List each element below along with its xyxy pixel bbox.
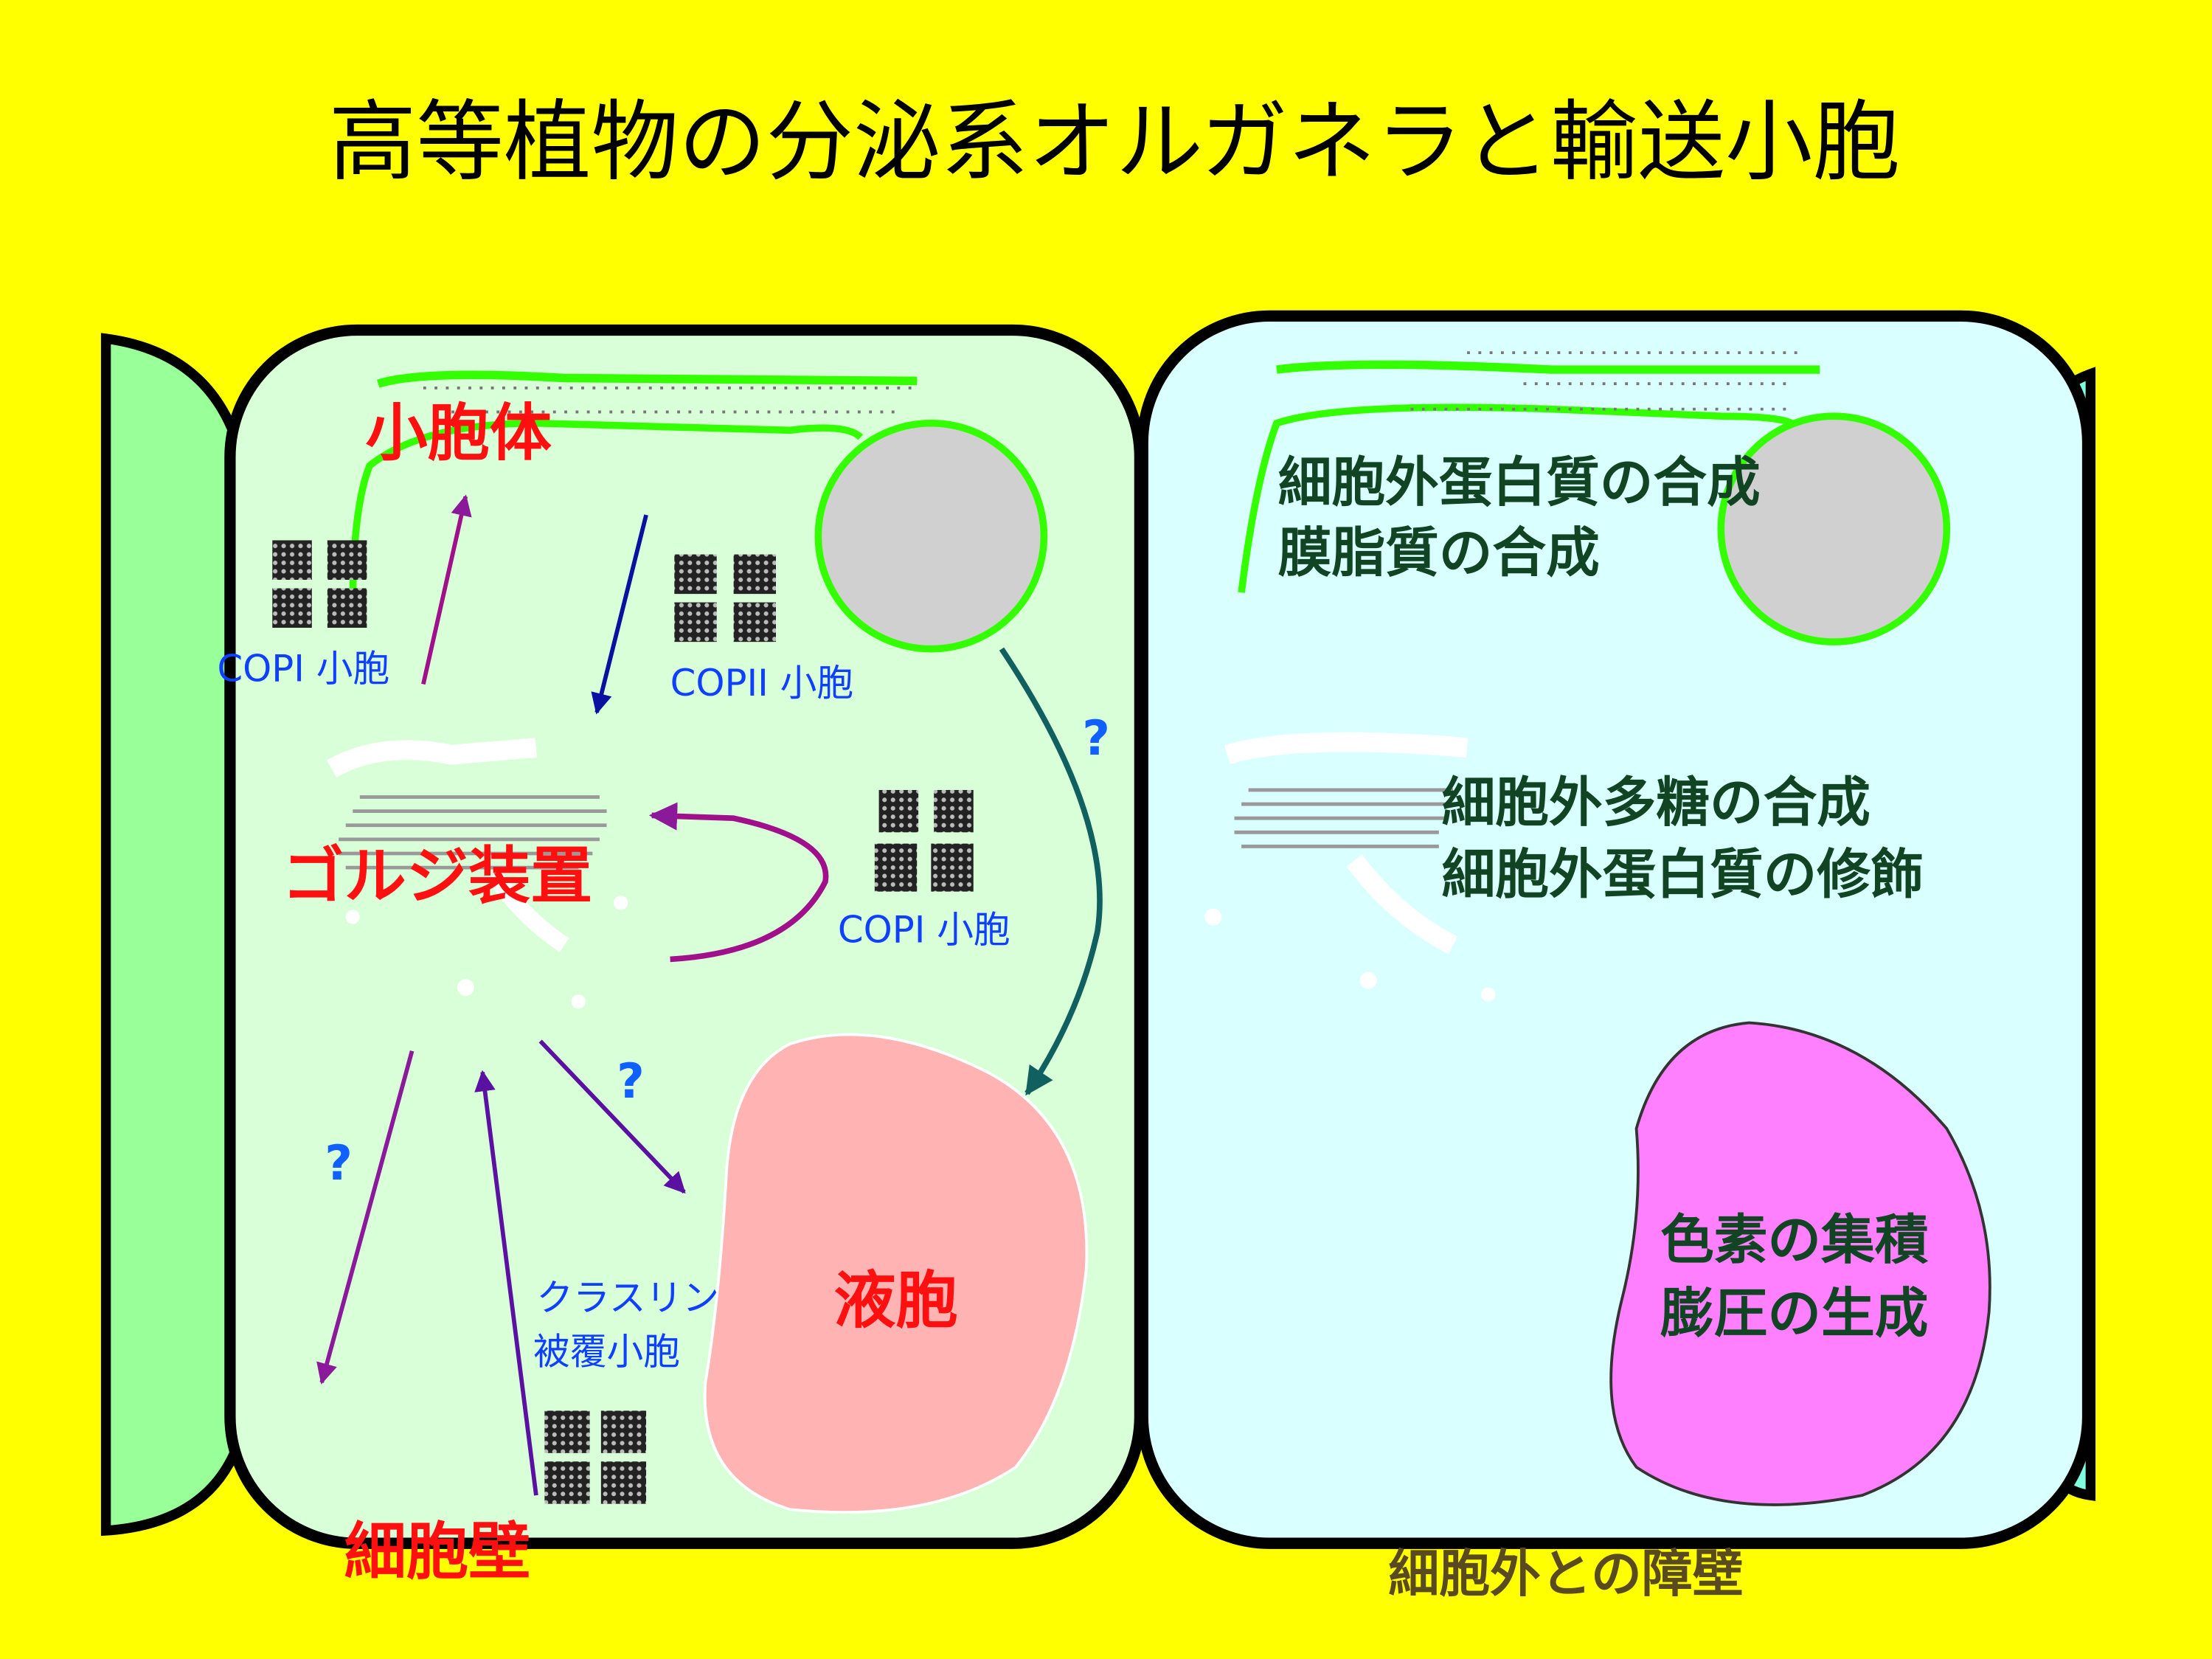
nucleus-right	[1717, 412, 1951, 645]
vacuole-function-line2: 膨圧の生成	[1660, 1283, 1928, 1345]
er-function-line2: 膜脂質の合成	[1278, 523, 1600, 585]
vacuole-label: 液胞	[833, 1264, 957, 1337]
arrow-golgi-retrograde-copi	[648, 802, 829, 963]
clathrin-label-line1: クラスリン	[536, 1277, 719, 1320]
copi-vesicle-images-1	[272, 540, 367, 628]
er-right	[1238, 351, 1951, 645]
clathrin-vesicle-images	[544, 1410, 647, 1504]
copi-vesicle-images-2	[874, 789, 974, 892]
clathrin-label-line2: 被覆小胞	[533, 1330, 680, 1373]
golgi-label: ゴルジ装置	[282, 839, 593, 912]
question-mark-er-vacuole: ?	[1082, 711, 1110, 766]
page-title: 高等植物の分泌系オルガネラと輸送小胞	[329, 91, 1900, 193]
cell-wall-label: 細胞壁	[344, 1515, 530, 1587]
er-function-line1: 細胞外蛋白質の合成	[1278, 452, 1761, 514]
vacuole-left	[703, 1033, 1089, 1514]
arrow-er-to-golgi-copii	[591, 514, 648, 715]
arrow-golgi-to-er-copi	[421, 494, 472, 685]
er-left	[349, 370, 1048, 653]
vacuole-function-line1: 色素の集積	[1660, 1210, 1929, 1272]
copi-label-2: COPI 小胞	[838, 908, 1010, 951]
golgi-left	[326, 738, 628, 1009]
question-mark-golgi-vacuole: ?	[617, 1054, 645, 1109]
arrow-er-to-vacuole	[999, 647, 1103, 1096]
er-label: 小胞体	[366, 397, 552, 469]
wall-function: 細胞外との障壁	[1388, 1545, 1743, 1604]
arrow-endocytosis-clathrin	[474, 1070, 538, 1496]
neighbor-cell-left	[100, 333, 245, 1537]
copi-label-1: COPI 小胞	[217, 648, 389, 690]
arrow-golgi-to-cell-wall	[316, 1050, 415, 1385]
vacuole-right	[1609, 1021, 1991, 1506]
golgi-function-line2: 細胞外蛋白質の修飾	[1442, 845, 1924, 907]
copii-vesicle-images	[674, 554, 776, 643]
arrow-golgi-to-vacuole	[538, 1039, 686, 1194]
golgi-right	[1204, 732, 1496, 1002]
question-mark-golgi-wall: ?	[325, 1136, 353, 1191]
nucleus-left	[814, 419, 1048, 653]
copii-label: COPII 小胞	[670, 662, 853, 704]
golgi-function-line1: 細胞外多糖の合成	[1442, 772, 1871, 834]
